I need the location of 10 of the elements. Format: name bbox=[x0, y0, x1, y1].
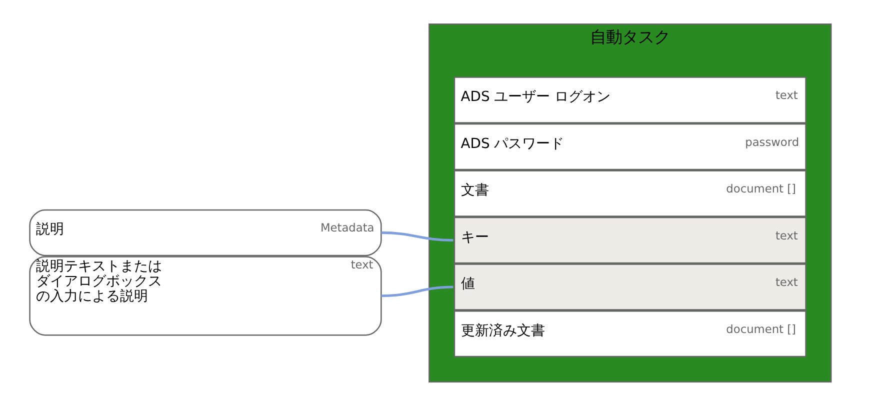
node-box: 文書 document [] bbox=[453, 170, 806, 216]
connector bbox=[380, 285, 453, 297]
node-box: ADS パスワード password bbox=[453, 122, 806, 170]
node-box: ADS ユーザー ログオン text bbox=[453, 76, 806, 123]
node-box: 説明 Metadata bbox=[28, 208, 382, 256]
node-box: 説明テキストまたはダイアログボックスの入力による説明 text bbox=[28, 256, 382, 336]
node-box: 値 text bbox=[453, 263, 806, 310]
node-box: 更新済み文書 document [] bbox=[453, 310, 806, 357]
connector bbox=[380, 230, 453, 242]
node-box: キー text bbox=[453, 216, 806, 264]
